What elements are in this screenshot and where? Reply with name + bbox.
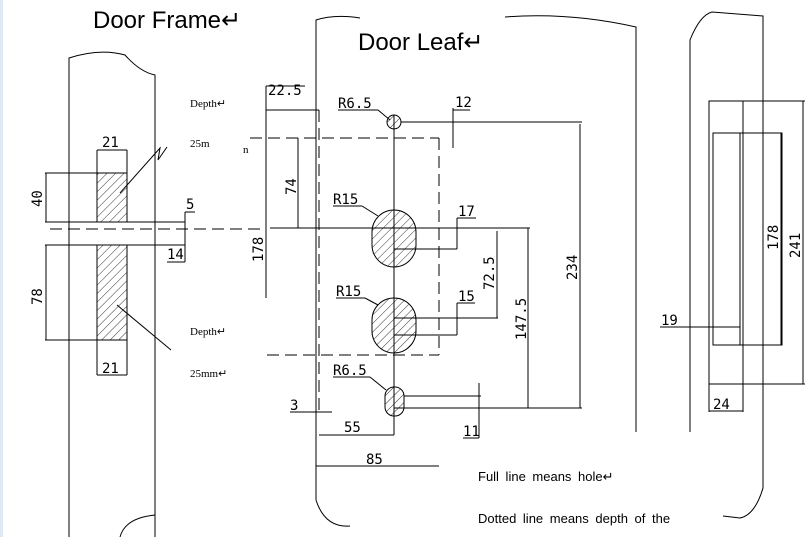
dim-178-leaf: 178 xyxy=(251,237,267,262)
door-frame-view: Door Frame↵ 21 21 40 78 5 14 Depth↵ 25m … xyxy=(30,7,265,537)
frame-recess-upper xyxy=(96,172,128,223)
dim-3: 3 xyxy=(290,398,298,414)
dim-147-5: 147.5 xyxy=(514,298,530,340)
frame-break-line xyxy=(119,514,156,537)
dim-72-5: 72.5 xyxy=(482,256,498,290)
dim-40: 40 xyxy=(30,190,46,207)
dim-241: 241 xyxy=(788,233,804,258)
dim-21-bottom: 21 xyxy=(102,361,119,377)
frame-outline xyxy=(68,51,156,537)
page-edge xyxy=(0,0,3,537)
faceplate-inner xyxy=(712,132,783,346)
leaf-right-edge xyxy=(504,15,637,432)
edge-outline xyxy=(689,11,764,519)
dim-55: 55 xyxy=(344,420,361,436)
legend-full-line: Full line means hole↵ xyxy=(478,469,614,484)
dim-17: 17 xyxy=(458,204,475,220)
dim-74: 74 xyxy=(284,178,300,195)
label-r6-5-bottom: R6.5 xyxy=(333,363,367,379)
label-r15-lower: R15 xyxy=(336,284,361,300)
dim-12: 12 xyxy=(455,95,472,111)
frame-recess-lower xyxy=(96,244,128,341)
leader-upper xyxy=(119,146,168,194)
dim-5: 5 xyxy=(186,197,194,213)
label-r6-5-top: R6.5 xyxy=(338,96,372,112)
label-r15-upper: R15 xyxy=(333,192,358,208)
dim-85: 85 xyxy=(366,452,383,468)
depth-value-bottom: 25mm↵ xyxy=(190,368,227,380)
depth-value-top-overflow: n xyxy=(243,144,249,156)
strike-plate-view: 241 178 19 24 xyxy=(660,11,805,519)
dim-21-top: 21 xyxy=(102,135,119,151)
dim-15: 15 xyxy=(458,289,475,305)
dim-178-strike: 178 xyxy=(766,225,782,250)
door-leaf-title: Door Leaf↵ xyxy=(358,29,484,56)
leaf-left-edge xyxy=(315,15,361,500)
leader-lower xyxy=(116,304,172,351)
dim-19: 19 xyxy=(661,313,678,329)
dim-11: 11 xyxy=(463,424,480,440)
slot-lower-r15 xyxy=(371,297,417,354)
depth-label-top: Depth↵ xyxy=(190,98,226,110)
dim-234: 234 xyxy=(565,255,581,280)
dim-14: 14 xyxy=(167,247,184,263)
leaf-bottom-break xyxy=(315,499,351,527)
dim-78: 78 xyxy=(30,288,46,305)
dim-22-5: 22.5 xyxy=(268,83,302,99)
faceplate-outer xyxy=(708,100,744,385)
dim-24: 24 xyxy=(713,397,730,413)
hole-bottom-r6-5 xyxy=(384,386,405,417)
slot-upper-r15 xyxy=(371,209,417,268)
legend-dotted-line: Dotted line means depth of the xyxy=(478,511,670,526)
depth-value-top: 25m xyxy=(190,138,210,150)
door-leaf-view: Door Leaf↵ 22.5 74 178 12 17 xyxy=(250,15,670,527)
door-frame-title: Door Frame↵ xyxy=(93,7,241,34)
depth-label-bottom: Depth↵ xyxy=(190,326,226,338)
hole-top-r6-5 xyxy=(386,114,402,130)
